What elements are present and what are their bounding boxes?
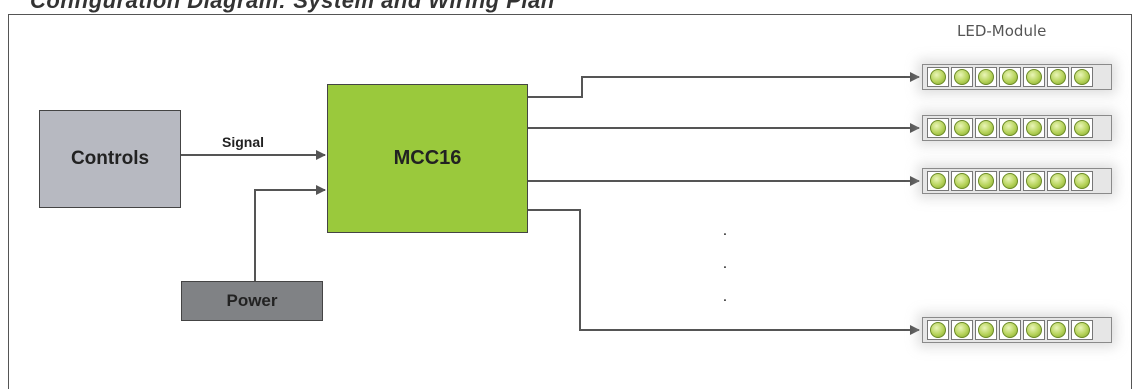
led-bulb-icon	[1026, 322, 1042, 338]
led-cell	[927, 320, 949, 340]
led-bulb-icon	[1026, 173, 1042, 189]
led-cell	[1023, 320, 1045, 340]
led-cell	[951, 320, 973, 340]
led-bulb-icon	[978, 69, 994, 85]
diagram-title-text: Configuration Diagram: System and Wiring…	[30, 0, 555, 13]
led-cell	[975, 118, 997, 138]
led-bulb-icon	[954, 322, 970, 338]
led-cell	[1023, 118, 1045, 138]
led-module-2	[922, 115, 1112, 141]
led-bulb-icon	[978, 322, 994, 338]
ellipsis-dot: .	[722, 255, 728, 272]
led-cell	[999, 320, 1021, 340]
led-cell	[975, 320, 997, 340]
led-cell	[1071, 320, 1093, 340]
led-cell	[951, 118, 973, 138]
led-bulb-icon	[954, 173, 970, 189]
led-bulb-icon	[1026, 69, 1042, 85]
led-cell	[951, 171, 973, 191]
diagram-title: Configuration Diagram: System and Wiring…	[30, 0, 730, 14]
ellipsis-dots: . . .	[721, 214, 729, 313]
led-cell	[999, 171, 1021, 191]
led-bulb-icon	[930, 69, 946, 85]
led-bulb-icon	[1050, 173, 1066, 189]
output-arrow-4	[528, 209, 920, 335]
led-cell	[927, 171, 949, 191]
power-arrow	[254, 185, 326, 281]
led-cell	[1023, 171, 1045, 191]
led-bulb-icon	[1026, 120, 1042, 136]
led-cell	[927, 118, 949, 138]
led-cell	[999, 67, 1021, 87]
led-cell	[951, 67, 973, 87]
output-arrow-1	[528, 72, 920, 98]
led-module-3	[922, 168, 1112, 194]
controls-box: Controls	[39, 110, 181, 208]
led-cell	[1071, 67, 1093, 87]
led-cell	[1047, 118, 1069, 138]
led-cell	[1047, 67, 1069, 87]
led-cell	[1047, 320, 1069, 340]
led-bulb-icon	[1002, 173, 1018, 189]
led-bulb-icon	[1002, 322, 1018, 338]
led-bulb-icon	[1050, 322, 1066, 338]
led-bulb-icon	[1074, 173, 1090, 189]
led-cell	[1047, 171, 1069, 191]
led-cell	[927, 67, 949, 87]
led-module-1	[922, 64, 1112, 90]
led-bulb-icon	[930, 173, 946, 189]
ellipsis-dot: .	[722, 288, 728, 305]
led-bulb-icon	[930, 120, 946, 136]
led-cell	[1071, 171, 1093, 191]
led-bulb-icon	[1050, 120, 1066, 136]
led-bulb-icon	[1074, 322, 1090, 338]
led-bulb-icon	[930, 322, 946, 338]
led-bulb-icon	[954, 69, 970, 85]
led-bulb-icon	[954, 120, 970, 136]
mcc16-box: MCC16	[327, 84, 528, 233]
power-box: Power	[181, 281, 323, 321]
led-bulb-icon	[1074, 69, 1090, 85]
led-module-header: LED-Module	[957, 22, 1047, 40]
led-module-4	[922, 317, 1112, 343]
led-cell	[1023, 67, 1045, 87]
signal-label: Signal	[222, 134, 265, 150]
led-cell	[999, 118, 1021, 138]
led-bulb-icon	[1002, 69, 1018, 85]
led-bulb-icon	[978, 120, 994, 136]
led-bulb-icon	[1050, 69, 1066, 85]
diagram-frame	[8, 14, 1132, 389]
led-cell	[975, 171, 997, 191]
led-bulb-icon	[1002, 120, 1018, 136]
led-bulb-icon	[978, 173, 994, 189]
ellipsis-dot: .	[722, 222, 728, 239]
led-cell	[975, 67, 997, 87]
led-bulb-icon	[1074, 120, 1090, 136]
led-cell	[1071, 118, 1093, 138]
